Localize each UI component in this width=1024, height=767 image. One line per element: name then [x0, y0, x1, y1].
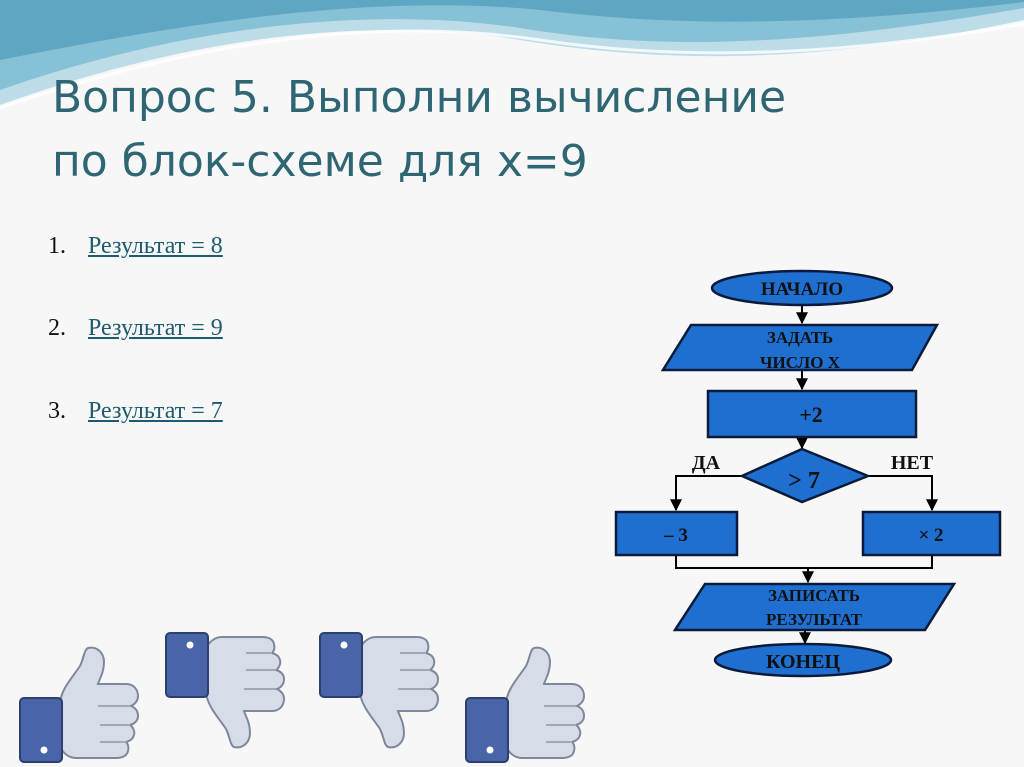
thumbs-down-icon [320, 633, 438, 747]
thumbs-up-icon [20, 648, 138, 762]
answer-number: 3. [48, 398, 88, 425]
minus-label: – 3 [663, 525, 688, 546]
answer-option-3: 3.Результат = 7 [48, 398, 223, 425]
answer-number: 2. [48, 315, 88, 342]
answer-link-1[interactable]: Результат = 8 [88, 233, 223, 259]
thumbs-up-icon [466, 648, 584, 762]
input-label-1: ЗАДАТЬ [767, 328, 833, 347]
page-title: Вопрос 5. Выполни вычисление по блок-схе… [52, 66, 992, 194]
answer-option-1: 1.Результат = 8 [48, 233, 223, 260]
output-label-2: РЕЗУЛЬТАТ [766, 610, 863, 629]
answer-number: 1. [48, 233, 88, 260]
condition-label: > 7 [788, 468, 820, 494]
title-line-1: Вопрос 5. Выполни вычисление [52, 66, 992, 130]
answer-link-3[interactable]: Результат = 7 [88, 398, 223, 424]
answer-option-2: 2.Результат = 9 [48, 315, 223, 342]
thumbs-row [14, 628, 614, 767]
no-label: НЕТ [891, 452, 934, 474]
flowchart: НАЧАЛО ЗАДАТЬ ЧИСЛО Х +2 > 7 ДА НЕТ – 3 … [600, 262, 1010, 682]
times-label: × 2 [918, 525, 943, 546]
output-label-1: ЗАПИСАТЬ [768, 586, 860, 605]
title-line-2: по блок-схеме для x=9 [52, 130, 992, 194]
answer-link-2[interactable]: Результат = 9 [88, 315, 223, 341]
thumbs-down-icon [166, 633, 284, 747]
add-label: +2 [799, 402, 823, 427]
input-label-2: ЧИСЛО Х [760, 353, 841, 372]
start-label: НАЧАЛО [761, 279, 843, 300]
end-label: КОНЕЦ [766, 651, 840, 673]
yes-label: ДА [692, 452, 721, 474]
